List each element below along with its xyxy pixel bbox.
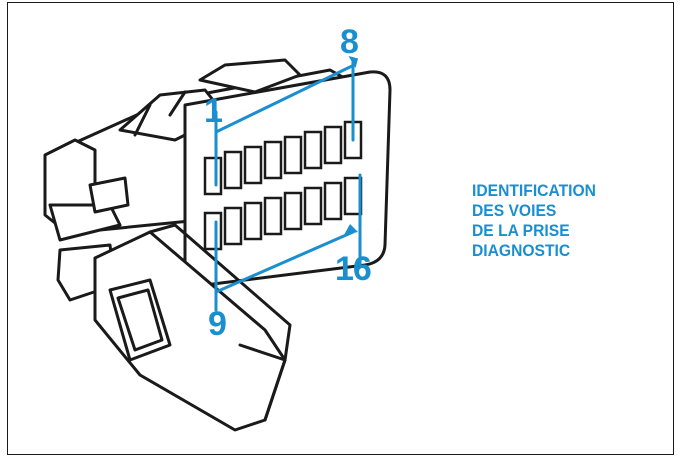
caption-line: DES VOIES [472,201,557,220]
pin-label-1: 1 [204,92,223,130]
pin-label-9: 9 [208,305,227,343]
caption-line: DIAGNOSTIC [472,241,571,260]
arrow-9-16 [214,230,355,294]
caption-line: IDENTIFICATION [472,181,596,200]
diagram-caption: IDENTIFICATION DES VOIES DE LA PRISE DIA… [472,181,638,261]
arrow-icon [344,55,359,235]
pin-label-8: 8 [340,23,359,61]
arrow-1-8 [214,64,354,134]
pin-label-16: 16 [335,250,372,288]
caption-line: DE LA PRISE [472,221,570,240]
